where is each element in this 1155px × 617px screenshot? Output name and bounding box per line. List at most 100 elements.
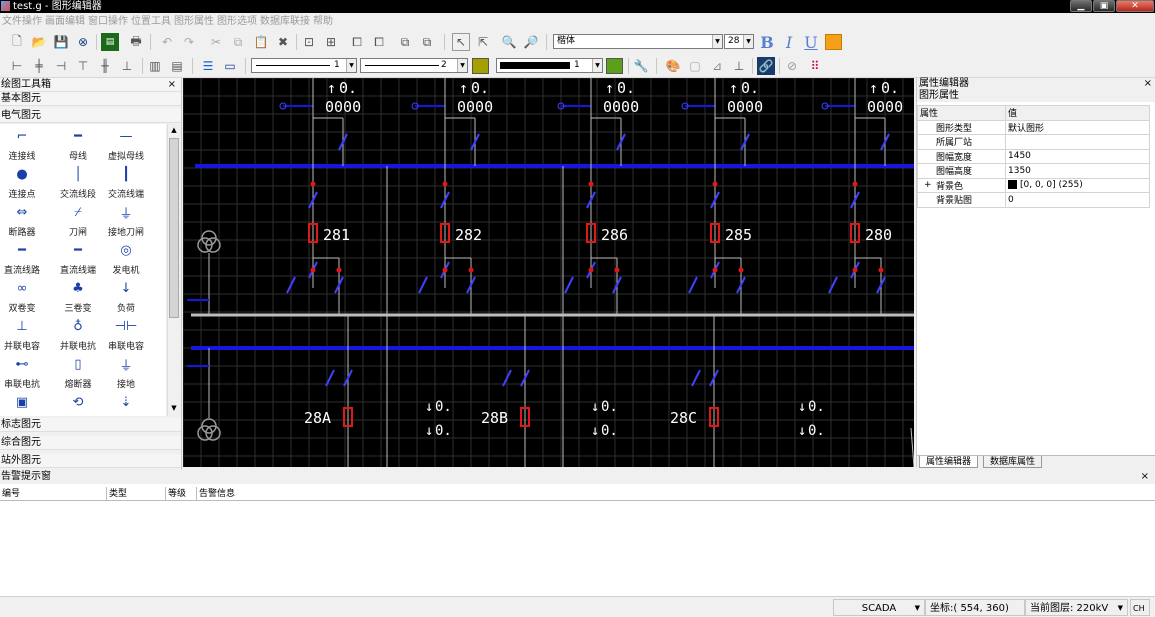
close-icon[interactable]: × xyxy=(167,79,176,90)
scroll-down-icon[interactable]: ▼ xyxy=(171,404,177,412)
print-icon[interactable]: 🖶 xyxy=(130,33,142,48)
palette-icon[interactable]: 🎨 xyxy=(665,59,681,73)
menu-graphic-props[interactable]: 图形属性 xyxy=(174,16,214,27)
group-electrical[interactable]: 电气图元 xyxy=(0,109,181,123)
palette-item[interactable]: ⌿刀闸 xyxy=(56,200,112,239)
chevron-down-icon[interactable]: ▼ xyxy=(914,604,920,612)
distribute-horizontal-icon[interactable]: ▥ xyxy=(149,59,161,73)
palette-item[interactable]: ⌐连接线 xyxy=(0,124,56,163)
property-row[interactable]: +背景色[0, 0, 0] (255) xyxy=(917,177,1150,193)
align-center-icon[interactable]: ╪ xyxy=(35,59,43,73)
property-value[interactable] xyxy=(1005,134,1150,150)
measure-icon[interactable]: ⊿ xyxy=(711,59,723,73)
redo-icon[interactable]: ↷ xyxy=(183,35,195,49)
group-icon[interactable]: ⊡ xyxy=(303,35,315,49)
ungroup-icon[interactable]: ⊞ xyxy=(325,35,337,49)
italic-button[interactable]: I xyxy=(785,32,793,52)
line-style2-select[interactable]: 2 ▼ xyxy=(360,58,468,73)
palette-item[interactable]: ⇣ xyxy=(104,390,160,428)
palette-item[interactable]: ━母线 xyxy=(56,124,112,163)
cut-icon[interactable]: ✂ xyxy=(210,35,222,49)
mode-select[interactable]: SCADA ▼ xyxy=(833,599,925,616)
line-color-swatch[interactable] xyxy=(606,58,623,74)
menu-database-link[interactable]: 数据库联接 xyxy=(260,16,310,27)
align-left-icon[interactable]: ⊢ xyxy=(11,59,23,73)
group-basic[interactable]: 基本图元 xyxy=(0,92,181,106)
pin-icon[interactable]: ⊥ xyxy=(733,59,745,73)
link-icon[interactable]: 🔗 xyxy=(757,57,775,75)
zoom-in-icon[interactable]: 🔍 xyxy=(501,35,517,49)
layer-select[interactable]: 当前图层: 220kV ▼ xyxy=(1025,599,1128,616)
property-value[interactable]: [0, 0, 0] (255) xyxy=(1005,177,1150,193)
palette-item[interactable]: ●连接点 xyxy=(0,162,56,201)
chevron-down-icon[interactable]: ▼ xyxy=(457,59,467,72)
scroll-up-icon[interactable]: ▲ xyxy=(171,126,177,134)
menu-position[interactable]: 位置工具 xyxy=(131,16,171,27)
expand-icon[interactable]: + xyxy=(924,179,932,190)
scrollbar-thumb[interactable] xyxy=(169,138,179,318)
underline-button[interactable]: U xyxy=(804,32,818,52)
group-external[interactable]: 站外图元 xyxy=(0,454,181,468)
column-header[interactable]: 类型 xyxy=(107,487,166,501)
palette-scrollbar[interactable]: ▲ ▼ xyxy=(167,124,179,416)
palette-item[interactable]: ▯熔断器 xyxy=(56,352,112,391)
send-back-icon[interactable]: ⧠ xyxy=(374,34,384,49)
chevron-down-icon[interactable]: ▼ xyxy=(1117,604,1123,612)
palette-item[interactable]: ⊣⊢串联电容 xyxy=(104,314,160,353)
chevron-down-icon[interactable]: ▼ xyxy=(712,35,722,48)
palette-item[interactable]: ♁并联电抗 xyxy=(56,314,112,353)
bold-button[interactable]: B xyxy=(760,32,774,52)
group-composite[interactable]: 综合图元 xyxy=(0,436,181,450)
select-pointer-icon[interactable]: ↖ xyxy=(452,33,470,51)
new-file-icon[interactable]: 🗋 xyxy=(12,33,22,48)
palette-item[interactable]: ◎发电机 xyxy=(104,238,160,277)
palette-item[interactable]: —虚拟母线 xyxy=(104,124,160,163)
single-line-diagram[interactable]: 281↑0.0000282↑0.0000286↑0.0000285↑0.0000… xyxy=(183,78,914,467)
close-icon[interactable]: × xyxy=(1143,78,1152,89)
delete-icon[interactable]: ✖ xyxy=(277,35,289,49)
ime-indicator[interactable]: CH xyxy=(1130,599,1150,616)
line-style-select[interactable]: 1 ▼ xyxy=(251,58,357,73)
palette-item[interactable]: │交流线段 xyxy=(56,162,112,201)
palette-item[interactable]: ┃交流线端 xyxy=(104,162,160,201)
palette-item[interactable]: ⊥并联电容 xyxy=(0,314,56,353)
line-width-select[interactable]: 1 ▼ xyxy=(496,58,603,73)
send-backward-icon[interactable]: ⧉ xyxy=(422,34,432,49)
property-value[interactable]: 0 xyxy=(1005,192,1150,208)
bring-front-icon[interactable]: ⧠ xyxy=(352,34,362,49)
minimize-button[interactable]: ▁ xyxy=(1070,0,1092,12)
tab-property-editor[interactable]: 属性编辑器 xyxy=(919,456,979,468)
property-value[interactable]: 1350 xyxy=(1005,163,1150,179)
align-right-icon[interactable]: ⊣ xyxy=(55,59,67,73)
save-icon[interactable]: 💾 xyxy=(53,35,69,49)
undo-icon[interactable]: ↶ xyxy=(161,35,173,49)
properties-tool-icon[interactable]: 🔧 xyxy=(633,59,649,73)
palette-item[interactable]: ♣三卷变 xyxy=(56,276,112,315)
palette-item[interactable]: ⏚接地刀闸 xyxy=(104,200,160,239)
group-marker[interactable]: 标志图元 xyxy=(0,418,181,432)
zoom-out-icon[interactable]: 🔎 xyxy=(523,35,539,49)
palette-item[interactable]: ▣ xyxy=(0,390,56,428)
close-doc-icon[interactable]: ⊗ xyxy=(77,35,89,49)
column-header[interactable]: 告警信息 xyxy=(199,489,236,499)
palette-item[interactable]: ↓负荷 xyxy=(104,276,160,315)
menu-edit[interactable]: 画面编辑 xyxy=(45,16,85,27)
paste-icon[interactable]: 📋 xyxy=(253,35,269,49)
open-folder-icon[interactable]: 📂 xyxy=(31,35,47,49)
chevron-down-icon[interactable]: ▼ xyxy=(346,59,356,72)
text-color-swatch[interactable] xyxy=(825,34,842,50)
chevron-down-icon[interactable]: ▼ xyxy=(743,35,753,48)
property-value[interactable]: 1450 xyxy=(1005,148,1150,164)
distribute-vertical-icon[interactable]: ▤ xyxy=(171,59,183,73)
palette-item[interactable]: ⟲ xyxy=(56,390,112,428)
grid-dots-icon[interactable]: ⠿ xyxy=(810,59,820,73)
palette-item[interactable]: ━直流线端 xyxy=(56,238,112,277)
disabled-icon[interactable]: ⊘ xyxy=(786,59,798,73)
column-header[interactable]: 编号 xyxy=(0,487,107,501)
palette-item[interactable]: ⇔断路器 xyxy=(0,200,56,239)
tab-database-properties[interactable]: 数据库属性 xyxy=(983,456,1043,468)
